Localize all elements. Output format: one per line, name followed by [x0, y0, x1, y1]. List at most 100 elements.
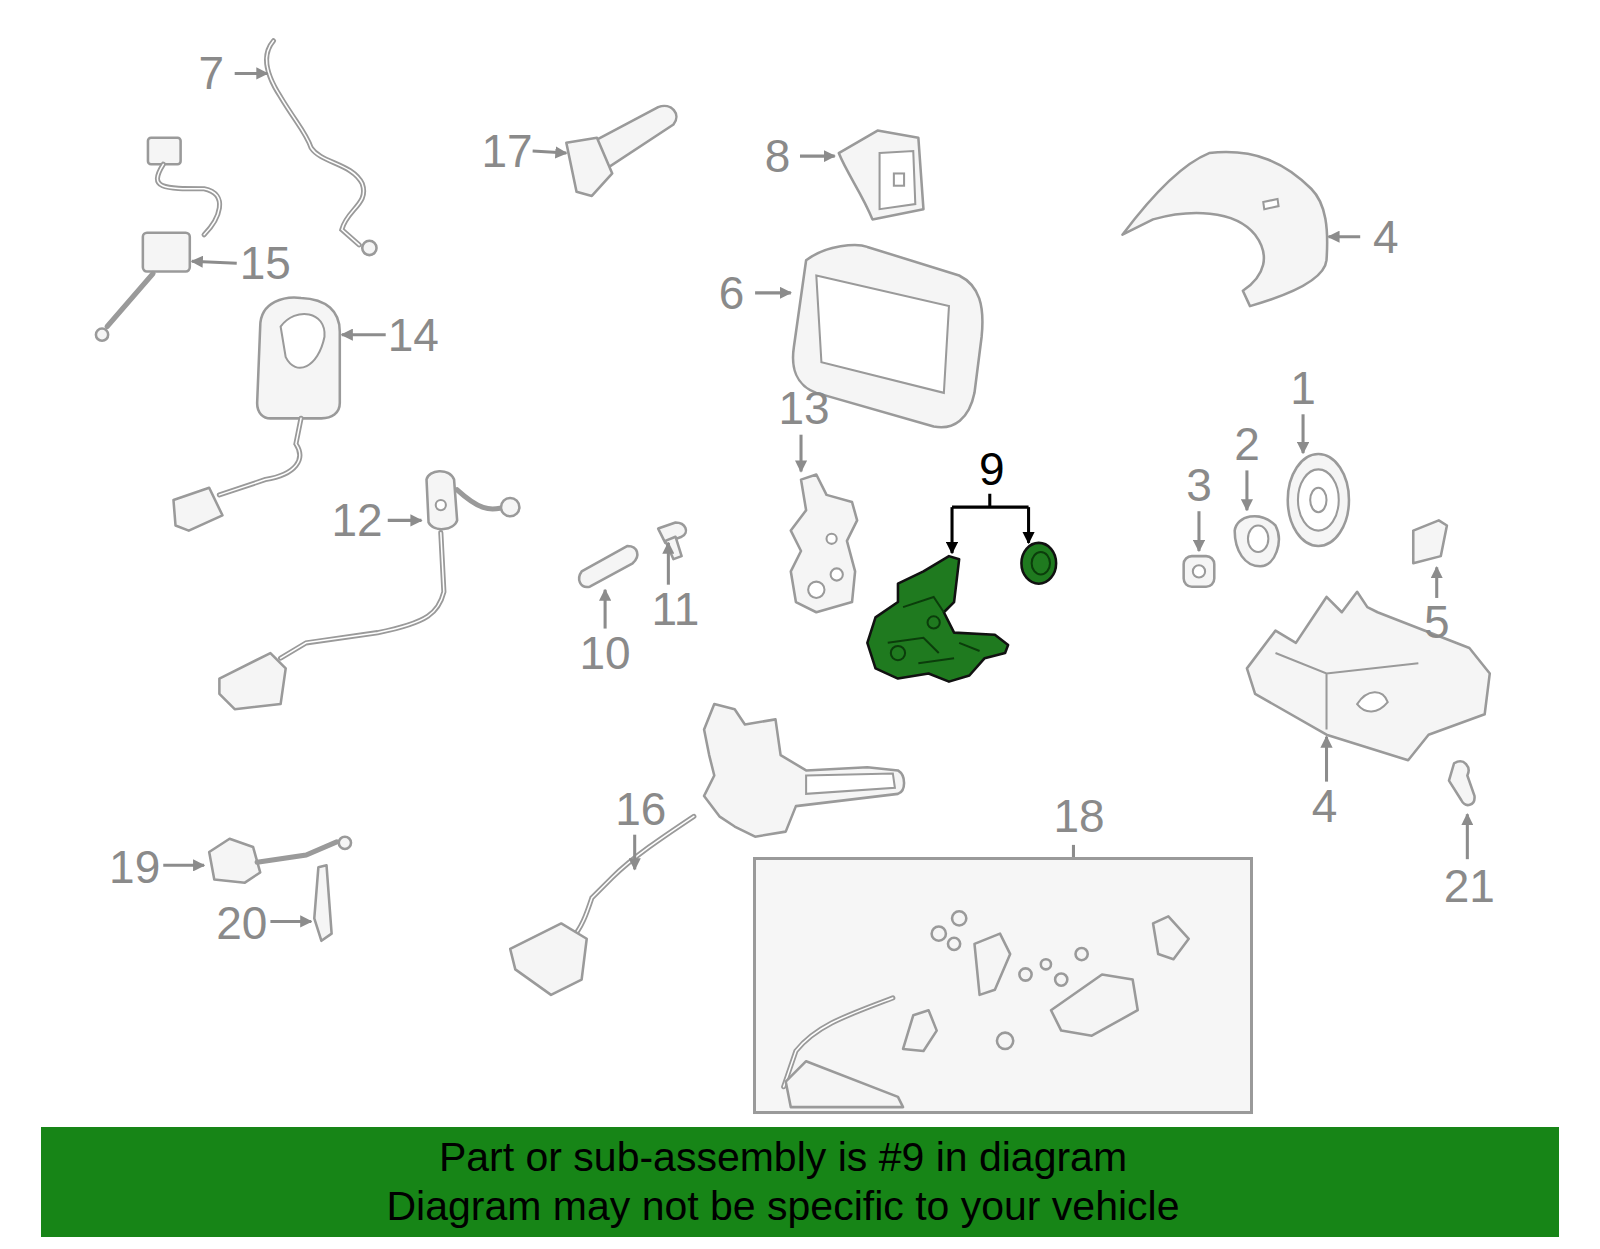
- leader-arrows: [1197, 511, 1200, 551]
- hub-part: [1193, 565, 1205, 577]
- kit-parts: [948, 938, 960, 950]
- small-parts: [339, 837, 351, 849]
- small-parts: [209, 839, 260, 883]
- upper-shroud-part: [1122, 152, 1327, 306]
- small-parts: [314, 865, 331, 941]
- combination-switch-part: [510, 704, 904, 995]
- sensor-harness-part: [157, 164, 219, 234]
- kit-parts: [997, 1033, 1013, 1049]
- callout-number: 5: [1424, 595, 1450, 649]
- harness-part: [501, 498, 519, 516]
- airbag-part: [173, 298, 339, 531]
- callout-number: 13: [778, 381, 829, 435]
- bracket-part: [831, 568, 843, 580]
- kit-parts: [1051, 974, 1138, 1035]
- callout-number: 4: [1312, 779, 1338, 833]
- hub-part: [1298, 469, 1339, 530]
- sensor-harness-part: [96, 329, 108, 341]
- airbag-part: [219, 418, 301, 495]
- sensor-harness-part: [96, 138, 220, 341]
- airbag-part: [281, 314, 325, 368]
- callout-number: 16: [615, 782, 666, 836]
- leader-arrows: [1072, 845, 1075, 857]
- bracket-part: [791, 474, 857, 612]
- leader-arrows: [633, 835, 636, 870]
- airbag-part: [219, 418, 301, 495]
- kit-parts: [786, 1061, 903, 1107]
- callout-number: 7: [198, 46, 224, 100]
- leader-arrows: [799, 435, 802, 472]
- callout-number: 3: [1186, 458, 1212, 512]
- hub-part: [1310, 488, 1326, 512]
- bracket-part: [827, 534, 837, 544]
- combination-switch-part: [704, 704, 904, 837]
- harness-part: [281, 533, 444, 659]
- knob-part: [839, 131, 924, 220]
- hub-part: [1288, 454, 1349, 546]
- clip-part: [579, 546, 637, 587]
- callout-number: 14: [388, 308, 439, 362]
- spiral-cable-part: [362, 241, 376, 255]
- leader-arrows: [755, 291, 791, 294]
- leader-arrows: [235, 72, 268, 75]
- leader-arrows: [163, 864, 204, 867]
- leader-arrows: [342, 333, 386, 336]
- lower-shroud-part: [1276, 653, 1419, 730]
- kit-ground: [753, 857, 1253, 1114]
- leader-arrows: [1329, 235, 1361, 238]
- callout-number: 9: [979, 442, 1005, 496]
- notice-banner: Part or sub-assembly is #9 in diagramDia…: [41, 1127, 1559, 1237]
- combination-switch-part: [806, 773, 895, 793]
- hub-part: [1248, 526, 1268, 553]
- clip-part: [579, 522, 686, 587]
- lock-assembly-part: [1021, 543, 1056, 584]
- switch-part: [566, 106, 676, 196]
- upper-shroud-part: [1263, 199, 1278, 209]
- sensor-harness-part: [143, 233, 190, 272]
- kit-parts: [1076, 948, 1088, 960]
- knob-part: [839, 131, 924, 220]
- lock-assembly-part: [888, 597, 980, 663]
- kit-parts: [1055, 973, 1067, 985]
- lock-assembly-part: [891, 646, 905, 660]
- leader-arrows: [1466, 814, 1469, 859]
- kit-box: 18: [753, 789, 1253, 1114]
- parts-illustration: [96, 41, 1490, 1114]
- leader-arrows: [1435, 567, 1438, 598]
- spiral-cable-part: [266, 41, 376, 255]
- lock-assembly-part: [867, 543, 1056, 682]
- bracket-part: [808, 582, 824, 598]
- kit-frame: [753, 857, 1253, 1114]
- combination-switch-part: [510, 923, 587, 994]
- kit-parts: [784, 911, 1189, 1107]
- leader-arrows: [388, 519, 422, 522]
- airbag-part: [173, 488, 222, 531]
- upper-shroud-part: [1122, 152, 1327, 306]
- lock-assembly-part: [1032, 552, 1050, 574]
- hub-part: [1413, 520, 1447, 563]
- callout-number: 8: [765, 129, 791, 183]
- callout-number: 15: [240, 236, 291, 290]
- spiral-cable-part: [266, 41, 363, 245]
- sensor-harness-part: [148, 138, 181, 165]
- callout-number: 21: [1444, 859, 1495, 913]
- kit-parts: [932, 927, 946, 941]
- harness-part: [281, 533, 444, 659]
- leader-arrows: [952, 494, 1029, 507]
- notice-text: Part or sub-assembly is #9 in diagram: [41, 1133, 1525, 1182]
- sensor-harness-part: [107, 273, 153, 326]
- harness-part: [436, 500, 446, 510]
- harness-part: [219, 471, 519, 709]
- callout-number: 10: [580, 626, 631, 680]
- callout-number: 12: [332, 493, 383, 547]
- callout-number: 19: [109, 840, 160, 894]
- callout-number: 4: [1373, 210, 1399, 264]
- knob-part: [894, 173, 904, 185]
- harness-part: [219, 653, 285, 709]
- callout-number: 17: [482, 124, 533, 178]
- lower-shroud-part: [1449, 761, 1475, 805]
- leader-arrows: [533, 151, 567, 153]
